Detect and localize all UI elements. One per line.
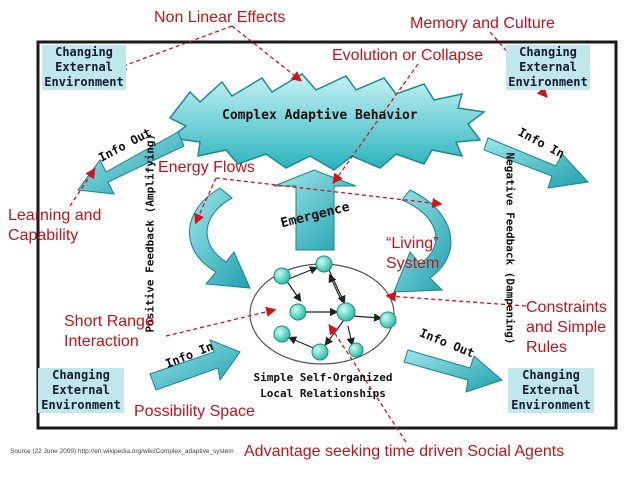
info-out-left-arrow [77,131,185,195]
annotation-learning: Learning and Capability [8,207,102,244]
env-line: External [42,60,126,75]
source-citation: Source (22 June 2009) http://en.wikipedi… [10,448,234,455]
network-node [289,303,307,321]
negative-feedback-label: Negative Feedback (Dampening) [503,152,517,345]
env-line: Environment [506,75,590,90]
env-line: External [508,383,594,398]
env-line: Changing [42,45,126,60]
annotation-living: “Living” System [386,235,440,272]
env-line: Changing [38,368,124,383]
annotation-constraints: Constraints and Simple Rules [526,299,607,356]
env-line: External [38,383,124,398]
positive-feedback-label: Positive Feedback (Amplifying) [143,133,157,333]
env-top-left: Changing External Environment [42,45,126,90]
env-line: External [506,60,590,75]
positive-feedback-arrow [189,187,251,289]
env-top-right: Changing External Environment [506,45,590,90]
annotation-memory: Memory and Culture [410,15,555,32]
env-bottom-right: Changing External Environment [508,368,594,413]
annotation-arrows [69,25,548,443]
env-bottom-left: Changing External Environment [38,368,124,413]
info-out-bottom-arrow [403,349,503,393]
network-node [336,302,356,322]
network-node [273,325,291,343]
env-line: Environment [42,75,126,90]
network-node [379,311,397,329]
info-in-bottom-arrow [149,339,241,391]
env-line: Changing [508,368,594,383]
annotation-nonlinear: Non Linear Effects [154,9,286,26]
annotation-advantage: Advantage seeking time driven Social Age… [244,443,565,460]
annotation-energy: Energy Flows [158,159,255,176]
network-node [311,343,329,361]
env-line: Changing [506,45,590,60]
annotation-short-range: Short Range Interaction [64,313,154,350]
annotation-evolution: Evolution or Collapse [332,47,484,64]
env-line: Environment [38,398,124,413]
network-node [315,255,333,273]
network-node [348,342,364,358]
info-in-right-arrow [483,137,590,189]
self-organized-label: Simple Self-Organized Local Relationship… [253,371,393,400]
complex-adaptive-burst [168,73,486,171]
network-nodes [273,255,397,361]
env-line: Environment [508,398,594,413]
emergence-arrow [273,169,357,251]
network-edges [285,266,383,351]
network-node [273,267,291,285]
annotation-possibility: Possibility Space [134,403,255,420]
complex-adaptive-label: Complex Adaptive Behavior [222,108,418,123]
